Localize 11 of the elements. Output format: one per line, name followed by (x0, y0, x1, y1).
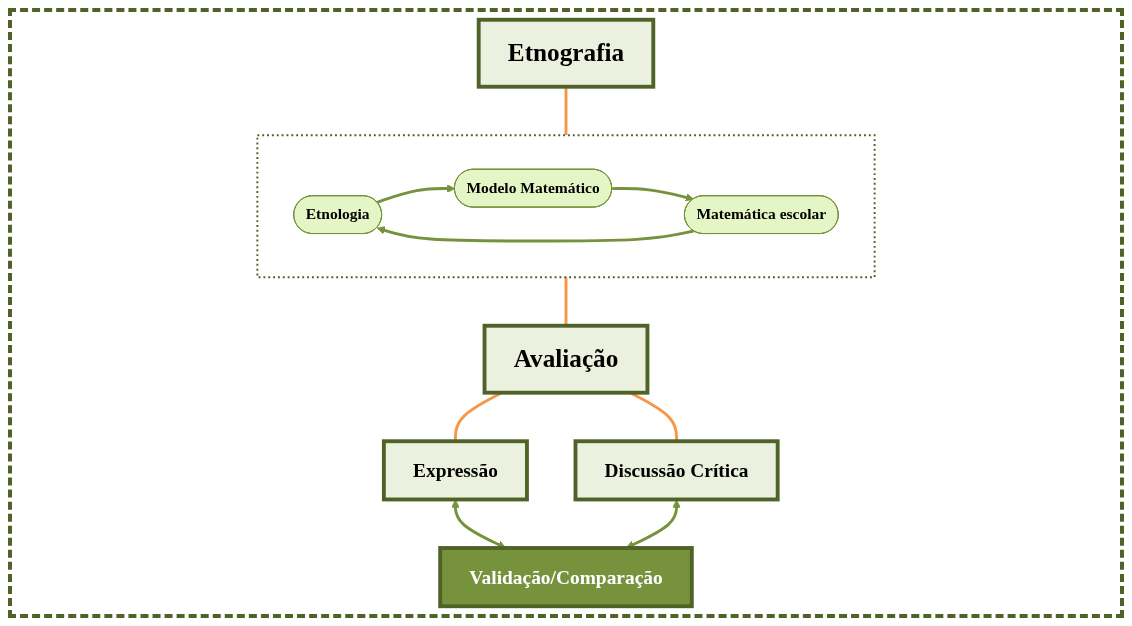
connector (564, 277, 568, 326)
arrow (612, 187, 694, 202)
connector (564, 86, 568, 136)
node-box: Etnografia (476, 17, 656, 89)
cluster (256, 134, 876, 279)
arrow (376, 184, 456, 204)
node-box: Validação/Comparação (438, 546, 694, 609)
node-box: Discussão Crítica (573, 439, 780, 502)
arrow (376, 226, 694, 243)
node-box: Expressão (381, 439, 529, 502)
node-box: Avaliação (482, 323, 650, 395)
